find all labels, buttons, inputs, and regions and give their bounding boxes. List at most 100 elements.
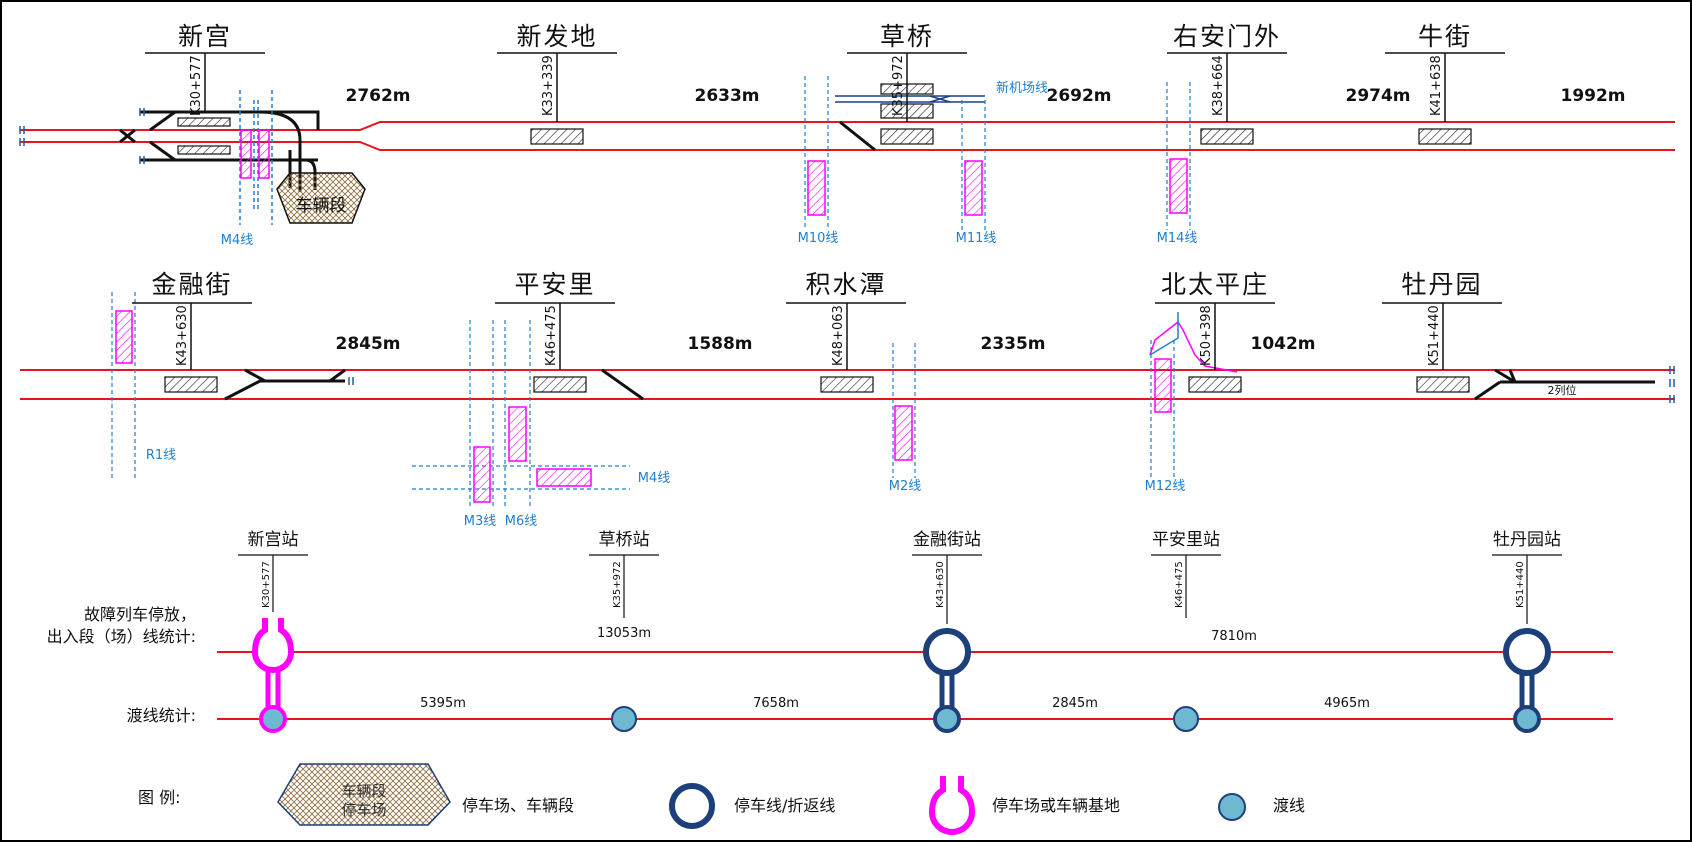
transfer-line-label: M6线 xyxy=(505,514,538,529)
station-name: 平安里 xyxy=(514,270,595,299)
btpz-connector-blue xyxy=(1149,312,1179,356)
station-name: 新宫 xyxy=(178,22,232,51)
station-name: 金融街 xyxy=(151,270,232,299)
distance-label: 2633m xyxy=(694,86,759,106)
top-station: 新宫 K30+577 xyxy=(145,22,265,116)
jinrongjie-crossover xyxy=(224,368,346,401)
station-name: 牡丹园站 xyxy=(1493,530,1561,550)
distance-label: 2762m xyxy=(345,86,410,106)
station-name: 牡丹园 xyxy=(1401,270,1482,299)
legend-item-crossover: 渡线 xyxy=(1273,796,1305,815)
transfer-line-label: M14线 xyxy=(1157,231,1198,246)
station-platform xyxy=(820,376,874,393)
station-km: K38+664 xyxy=(1211,55,1226,116)
mid-transfers xyxy=(111,292,1175,508)
station-name: 草桥站 xyxy=(599,530,650,550)
transfer-platform-m3 xyxy=(473,446,491,503)
legend-title: 图 例: xyxy=(138,788,180,807)
pocket-end xyxy=(348,377,354,385)
summary-station: 平安里站 K46+475 xyxy=(1151,530,1221,618)
crossover-distance-label: 5395m xyxy=(420,696,466,711)
mudanyuan-crossover xyxy=(1474,368,1655,401)
transfer-platform-r1 xyxy=(115,310,133,364)
transfer-line-label: M4线 xyxy=(221,233,254,248)
station-km: K51+440 xyxy=(1427,305,1442,366)
station-km: K41+638 xyxy=(1429,55,1444,116)
mid-station: 牡丹园 K51+440 xyxy=(1382,270,1502,393)
mid-station: 积水潭 K48+063 xyxy=(786,270,906,393)
station-km: K51+440 xyxy=(1515,561,1526,608)
legend-yard-icon xyxy=(928,776,976,835)
transfer-line-label: M12线 xyxy=(1145,479,1186,494)
transfer-platform-m12 xyxy=(1154,358,1172,413)
station-name: 新发地 xyxy=(516,22,597,51)
track-end-markers xyxy=(19,126,25,146)
station-km: K33+339 xyxy=(541,55,556,116)
distance-label: 2845m xyxy=(335,334,400,354)
platform-note: 2列位 xyxy=(1548,383,1577,397)
pinganli-turnout xyxy=(601,368,644,401)
station-platform xyxy=(1200,128,1254,145)
mid-track-ends xyxy=(1669,366,1675,403)
station-name: 牛街 xyxy=(1418,22,1472,51)
transfer-platform-m10 xyxy=(807,160,826,216)
station-platform-mid xyxy=(880,103,934,119)
transfer-line-label: M3线 xyxy=(464,514,497,529)
station-platform xyxy=(880,128,934,145)
station-name: 草桥 xyxy=(880,22,934,51)
top-station: 新发地 K33+339 xyxy=(497,22,617,145)
legend-siding-icon xyxy=(669,783,715,829)
crossover-distance-label: 2845m xyxy=(1052,696,1098,711)
transfer-platform-m11 xyxy=(964,160,983,216)
legend-item-depot: 停车场、车辆段 xyxy=(462,796,574,815)
transfer-line-label: M4线 xyxy=(638,471,671,486)
pinganli-crossover-dot xyxy=(1173,706,1199,732)
legend: 图 例: 车辆段 停车场 停车场、车辆段 停车线/折返线 停车场或车辆基地 渡线 xyxy=(138,763,1305,835)
station-km: K50+398 xyxy=(1199,305,1214,366)
parking-distance-label: 13053m xyxy=(597,626,651,641)
station-platform xyxy=(1188,376,1242,393)
jinrongjie-siding-symbol xyxy=(923,628,971,733)
depot-xingong: 车辆段 xyxy=(276,172,366,224)
station-name: 平安里站 xyxy=(1152,530,1220,550)
station-name: 北太平庄 xyxy=(1161,270,1269,299)
transfer-line-label: M10线 xyxy=(798,231,839,246)
transfer-platform-m2 xyxy=(894,405,913,461)
xingong-yard xyxy=(119,108,320,192)
distance-label: 2335m xyxy=(980,334,1045,354)
legend-item-yard: 停车场或车辆基地 xyxy=(992,796,1120,815)
station-km: K30+577 xyxy=(189,55,204,116)
transfer-platform-m4b xyxy=(258,129,270,179)
station-name: 积水潭 xyxy=(805,270,886,299)
mudanyuan-siding-symbol xyxy=(1503,628,1551,733)
station-km: K46+475 xyxy=(1174,561,1185,608)
summary-section: 故障列车停放， 出入段（场）线统计: 渡线统计: 新宫站K30+577草桥站K3… xyxy=(47,530,1613,733)
distance-label: 2974m xyxy=(1345,86,1410,106)
station-platform xyxy=(1416,376,1470,393)
transfer-line-label: M2线 xyxy=(889,479,922,494)
caoqiao-turnout xyxy=(839,120,876,152)
station-km: K43+630 xyxy=(935,561,946,608)
track-upper xyxy=(20,121,1675,131)
transfer-line-label: M11线 xyxy=(956,231,997,246)
summary-station: 牡丹园站 K51+440 xyxy=(1492,530,1562,624)
distance-label: 1042m xyxy=(1250,334,1315,354)
station-km: K30+577 xyxy=(261,561,272,608)
legend-depot-line1: 车辆段 xyxy=(341,782,386,800)
legend-crossover-icon xyxy=(1218,793,1246,821)
station-km: K48+063 xyxy=(831,305,846,366)
station-platform xyxy=(164,376,218,393)
row1-label-line2: 出入段（场）线统计: xyxy=(47,627,196,646)
depot-label: 车辆段 xyxy=(296,196,347,216)
transfer-platform-m4-mid xyxy=(536,468,592,487)
row2-label: 渡线统计: xyxy=(127,706,196,725)
legend-depot-line2: 停车场 xyxy=(341,801,386,819)
transfer-line-label: R1线 xyxy=(146,448,176,463)
transfer-line-label: 新机场线 xyxy=(996,80,1048,96)
